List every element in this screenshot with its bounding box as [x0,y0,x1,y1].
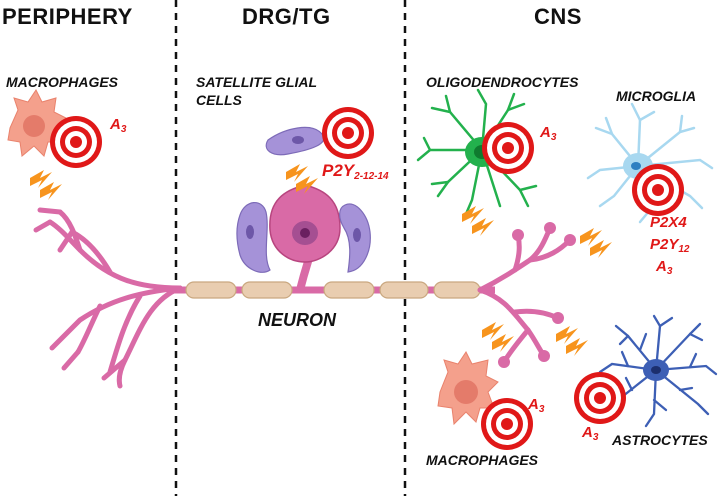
label-astrocytes: ASTROCYTES [612,432,708,448]
lightning-icon [482,322,514,352]
lightning-icon [556,326,588,356]
macrophage-icon [437,351,499,426]
target-icon [574,372,626,424]
label-oligodendrocytes: OLIGODENDROCYTES [426,74,579,90]
receptor-a3-oligodendrocyte: A3 [540,124,557,143]
receptor-a3-macrophage-periphery: A3 [110,116,127,135]
receptor-p2x4-microglia: P2X4 [650,214,687,231]
target-icon [632,164,684,216]
target-icon [481,398,533,450]
target-icon [322,107,374,159]
header-drg-tg: DRG/TG [242,4,331,29]
receptor-a3-microglia: A3 [656,258,673,277]
neuron-icon [33,184,576,389]
target-icon [50,116,102,168]
header-periphery: PERIPHERY [2,4,133,29]
lightning-icon [30,170,62,200]
label-neuron: NEURON [258,310,337,330]
receptor-p2y-satellite: P2Y2-12-14 [322,161,389,182]
satellite-glial-cell-icon [236,126,371,273]
label-macrophages-periphery: MACROPHAGES [6,74,119,90]
astrocyte-icon [598,314,718,428]
lightning-icon [580,228,612,258]
label-macrophages-cns: MACROPHAGES [426,452,539,468]
label-microglia: MICROGLIA [616,88,697,104]
target-icon [482,122,534,174]
receptor-p2y12-microglia: P2Y12 [650,236,690,255]
label-satellite-line1: SATELLITE GLIAL [196,74,318,90]
label-satellite-line2: CELLS [196,92,242,108]
receptor-a3-astrocyte: A3 [582,424,599,443]
receptor-a3-macrophage-cns: A3 [528,396,545,415]
header-cns: CNS [534,4,582,29]
